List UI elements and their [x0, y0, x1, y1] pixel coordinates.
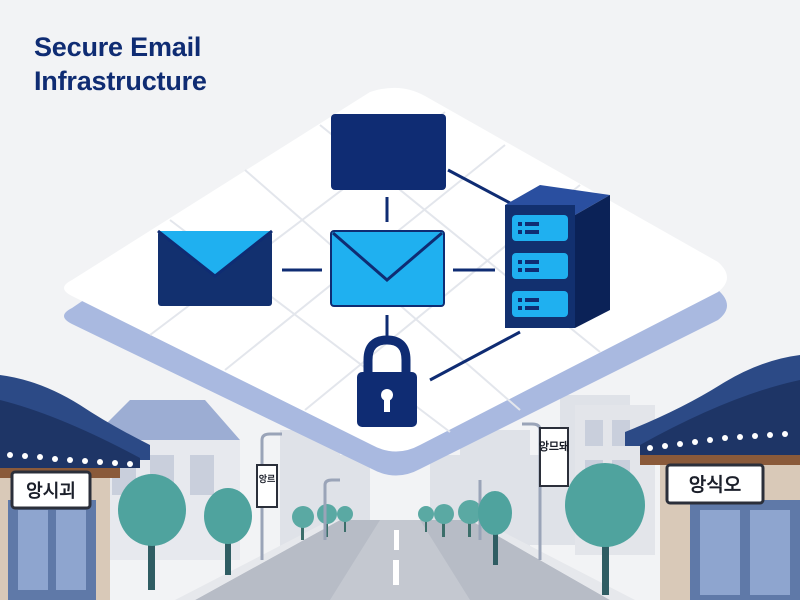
server-icon	[505, 185, 610, 328]
padlock-icon	[357, 335, 417, 427]
right-hanok	[625, 355, 800, 600]
title-line-2: Infrastructure	[34, 66, 207, 96]
envelope-left-icon	[157, 229, 273, 306]
monitor-icon	[331, 114, 446, 190]
road	[175, 520, 635, 600]
svg-text:앙시괴: 앙시괴	[26, 481, 76, 502]
tree-left-1	[118, 474, 186, 590]
left-shop-sign: 앙시괴	[10, 470, 92, 510]
left-pole-sign: 앙르	[256, 464, 278, 508]
title-line-1: Secure Email	[34, 32, 202, 62]
tree-right-2	[565, 463, 645, 595]
tree-left-2	[204, 488, 252, 575]
tree-right-1	[478, 491, 512, 565]
connector-lines	[282, 168, 521, 382]
right-pole-sign: 앙므돼	[539, 427, 569, 487]
svg-text:앙르: 앙르	[259, 473, 276, 485]
page-title: Secure Email Infrastructure	[34, 30, 207, 98]
svg-text:앙식오: 앙식오	[689, 474, 741, 496]
right-shop-sign: 앙식오	[665, 463, 765, 505]
distant-trees	[292, 500, 482, 540]
envelope-center-icon	[330, 230, 445, 307]
svg-text:앙므돼: 앙므돼	[539, 439, 569, 453]
